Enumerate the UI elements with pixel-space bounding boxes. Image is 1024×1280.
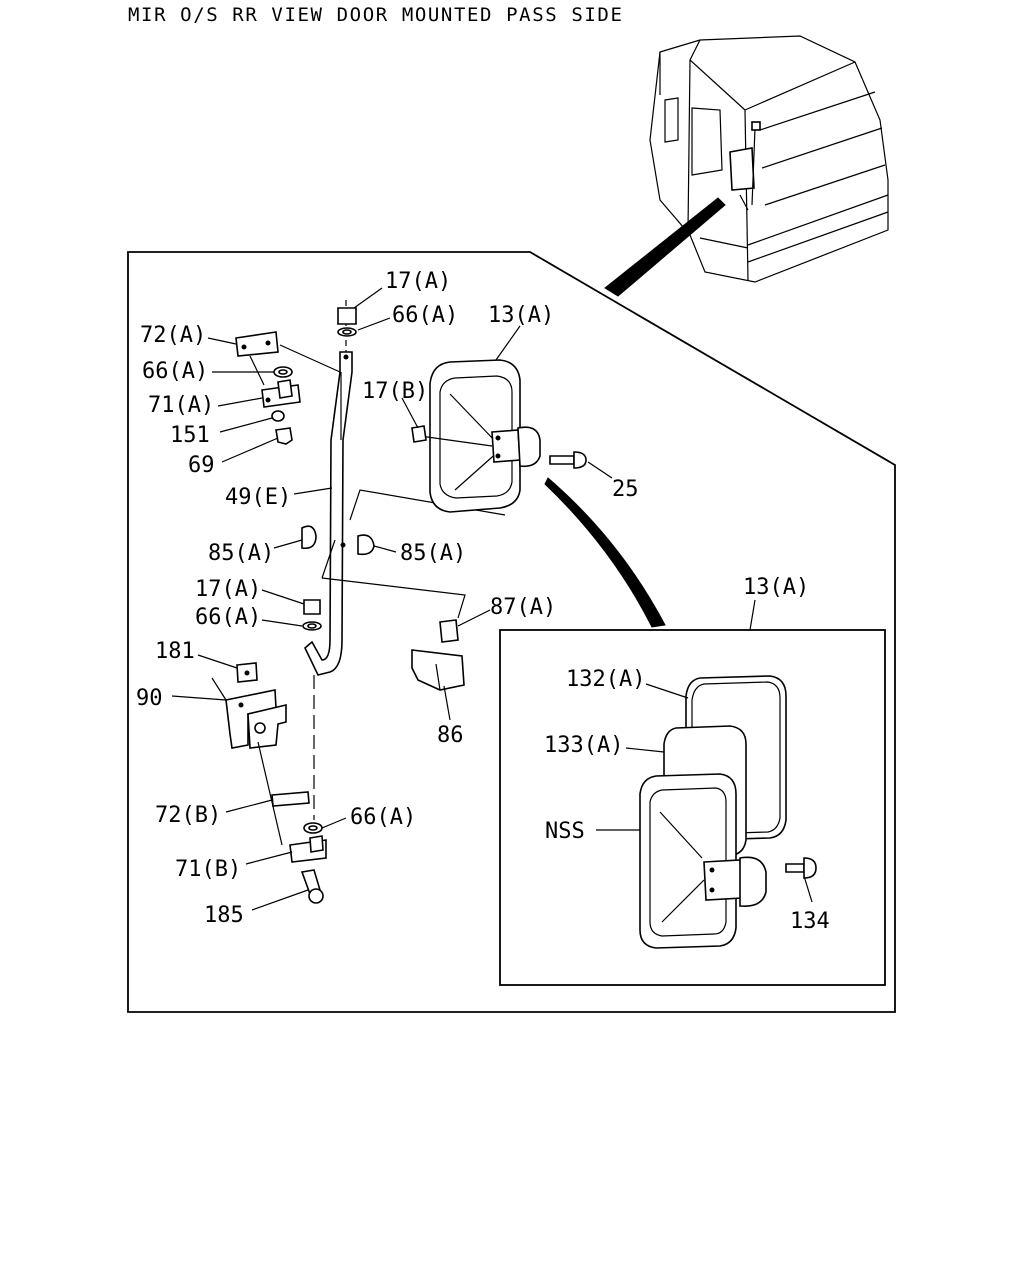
van-illustration [649,35,889,283]
label-71a: 71(A) [148,393,214,418]
detail-box [499,629,886,986]
label-69: 69 [188,453,215,478]
label-17b: 17(B) [362,379,428,404]
label-49e: 49(E) [225,485,291,510]
label-17a-mid: 17(A) [195,577,261,602]
label-71b: 71(B) [175,857,241,882]
label-nss: NSS [545,819,585,844]
label-17a-top: 17(A) [385,269,451,294]
label-85a-left: 85(A) [208,541,274,566]
label-86: 86 [437,723,464,748]
main-mirror [419,359,541,513]
leader-lines [171,287,813,911]
label-181: 181 [155,639,195,664]
main-frame [127,251,896,1013]
label-85a-right: 85(A) [400,541,466,566]
detail-mirror [639,675,817,949]
label-134: 134 [790,909,830,934]
label-66a-low: 66(A) [350,805,416,830]
callout-wedge-detail [544,477,666,628]
diagram-title: MIR O/S RR VIEW DOOR MOUNTED PASS SIDE [128,4,624,26]
label-66a-left: 66(A) [142,359,208,384]
label-72b: 72(B) [155,803,221,828]
bracket-72a-71a [235,331,341,445]
label-13a-detail: 13(A) [743,575,809,600]
callout-wedge-top [604,197,726,297]
label-13a: 13(A) [488,303,554,328]
label-133a: 133(A) [544,733,623,758]
label-87a: 87(A) [490,595,556,620]
bracket-90 [211,662,287,749]
label-25: 25 [612,477,639,502]
top-hardware [337,307,357,337]
label-132a: 132(A) [566,667,645,692]
label-66a-mid: 66(A) [195,605,261,630]
mirror-arm [304,351,353,676]
label-185: 185 [204,903,244,928]
label-72a: 72(A) [140,323,206,348]
label-66a-top: 66(A) [392,303,458,328]
label-151: 151 [170,423,210,448]
label-90: 90 [136,686,163,711]
